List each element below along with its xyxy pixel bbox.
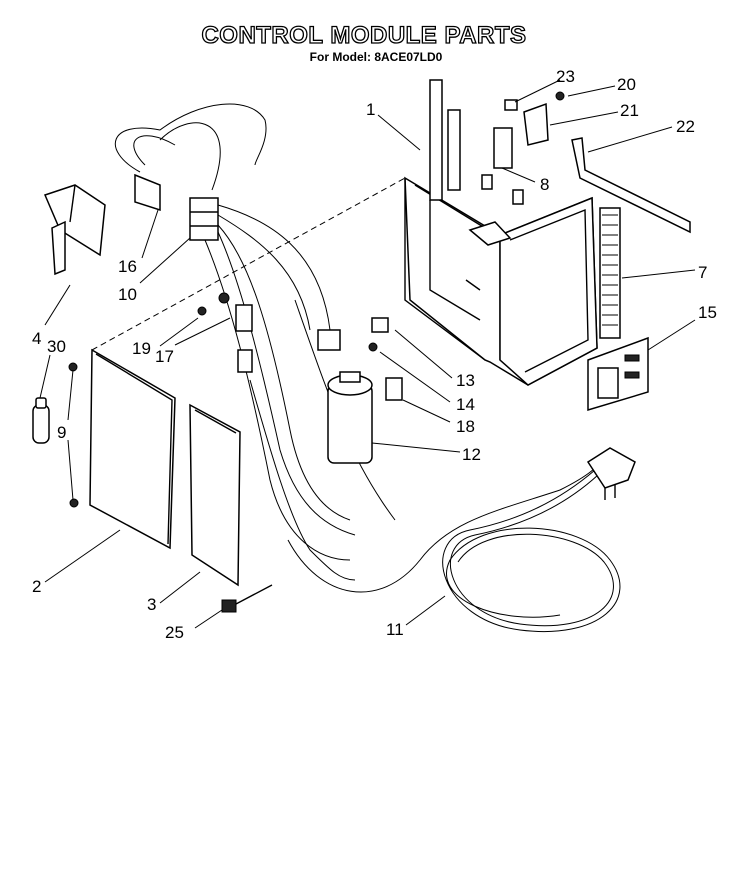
- leader-lines: [39, 79, 696, 629]
- screw-part: [68, 362, 79, 508]
- callout-15: 15: [698, 303, 717, 322]
- callout-20: 20: [617, 75, 636, 94]
- control-box-part: [404, 79, 598, 386]
- callout-19: 19: [132, 339, 151, 358]
- switch-parts: [493, 91, 565, 169]
- vent-grille-part: [599, 207, 621, 339]
- capacitor-part: [327, 371, 373, 464]
- connector-part: [221, 584, 273, 613]
- callout-7: 7: [698, 263, 707, 282]
- callout-12: 12: [462, 445, 481, 464]
- circuit-board-part: [189, 403, 241, 587]
- callout-22: 22: [676, 117, 695, 136]
- callout-9: 9: [57, 423, 66, 442]
- callout-13: 13: [456, 371, 475, 390]
- callout-25: 25: [165, 623, 184, 642]
- callout-2: 2: [32, 577, 41, 596]
- callout-16: 16: [118, 257, 137, 276]
- callout-1: 1: [366, 100, 375, 119]
- cover-plate-part: [89, 348, 176, 550]
- callout-11: 11: [386, 620, 404, 639]
- callout-18: 18: [456, 417, 475, 436]
- page-title: CONTROL MODULE PARTS: [201, 21, 527, 49]
- callout-10: 10: [118, 285, 137, 304]
- rail-part: [571, 137, 691, 234]
- model-subtitle: For Model: 8ACE07LD0: [309, 50, 443, 64]
- callout-3: 3: [147, 595, 156, 614]
- callout-17: 17: [155, 347, 174, 366]
- callout-21: 21: [620, 101, 639, 120]
- callout-4: 4: [32, 329, 41, 348]
- knob-part: [32, 397, 50, 444]
- bracket-part: [43, 184, 106, 276]
- callout-14: 14: [456, 395, 475, 414]
- power-cord-part: [442, 447, 636, 632]
- callout-8: 8: [540, 175, 549, 194]
- callout-30: 30: [47, 337, 66, 356]
- callout-23: 23: [556, 67, 575, 86]
- terminal-block-part: [134, 173, 219, 241]
- callout-labels: 1 2 3 4 7 8 9 10 11 12 13 14 15 16 17 18…: [32, 67, 717, 642]
- small-parts: [197, 292, 403, 401]
- label-plate-part: [587, 336, 649, 412]
